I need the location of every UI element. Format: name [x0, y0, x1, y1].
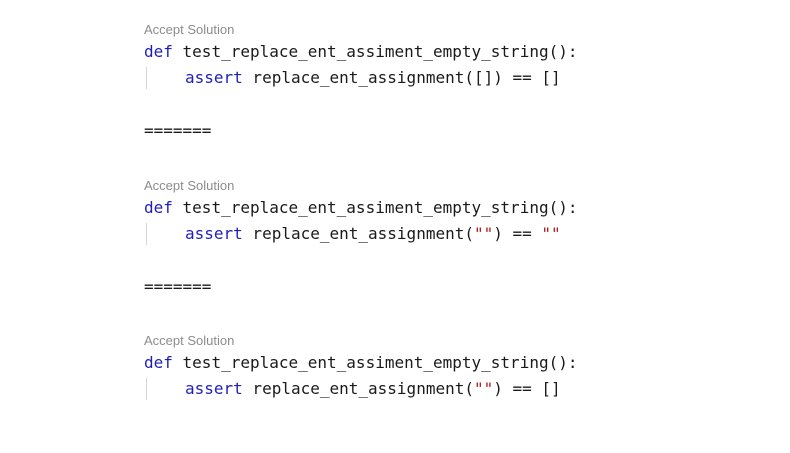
solution-separator: ======= — [144, 121, 212, 140]
function-signature: test_replace_ent_assiment_empty_string()… — [172, 42, 578, 61]
accept-solution-button[interactable]: Accept Solution — [144, 22, 235, 37]
accept-solution-button[interactable]: Accept Solution — [144, 178, 235, 193]
assert-keyword: assert — [185, 224, 243, 243]
equality-operator: ) == — [493, 68, 542, 87]
def-keyword: def — [144, 353, 173, 372]
function-call: replace_ent_assignment( — [242, 68, 474, 87]
indent-guide — [146, 67, 147, 89]
assert-line: assert replace_ent_assignment([]) == [] — [144, 65, 764, 91]
accept-solution-button[interactable]: Accept Solution — [144, 333, 235, 348]
call-argument: [] — [473, 68, 494, 87]
function-call: replace_ent_assignment( — [242, 224, 474, 243]
equality-operator: ) == — [493, 379, 542, 398]
def-keyword: def — [144, 198, 173, 217]
expected-value: "" — [541, 224, 561, 243]
solution-block: Accept Solution def test_replace_ent_ass… — [144, 21, 764, 91]
function-def-line: def test_replace_ent_assiment_empty_stri… — [144, 195, 764, 221]
assert-line: assert replace_ent_assignment("") == "" — [144, 221, 764, 247]
assert-line: assert replace_ent_assignment("") == [] — [144, 376, 764, 402]
call-argument: "" — [473, 224, 494, 243]
solution-block: Accept Solution def test_replace_ent_ass… — [144, 332, 764, 402]
expected-value: [] — [541, 379, 561, 398]
indent-guide — [146, 223, 147, 245]
function-signature: test_replace_ent_assiment_empty_string()… — [172, 198, 578, 217]
def-keyword: def — [144, 42, 173, 61]
function-call: replace_ent_assignment( — [242, 379, 474, 398]
function-signature: test_replace_ent_assiment_empty_string()… — [172, 353, 578, 372]
call-argument: "" — [473, 379, 494, 398]
function-def-line: def test_replace_ent_assiment_empty_stri… — [144, 350, 764, 376]
function-def-line: def test_replace_ent_assiment_empty_stri… — [144, 39, 764, 65]
solution-block: Accept Solution def test_replace_ent_ass… — [144, 177, 764, 247]
equality-operator: ) == — [493, 224, 542, 243]
solution-separator: ======= — [144, 277, 212, 296]
expected-value: [] — [541, 68, 561, 87]
assert-keyword: assert — [185, 379, 243, 398]
assert-keyword: assert — [185, 68, 243, 87]
indent-guide — [146, 378, 147, 400]
